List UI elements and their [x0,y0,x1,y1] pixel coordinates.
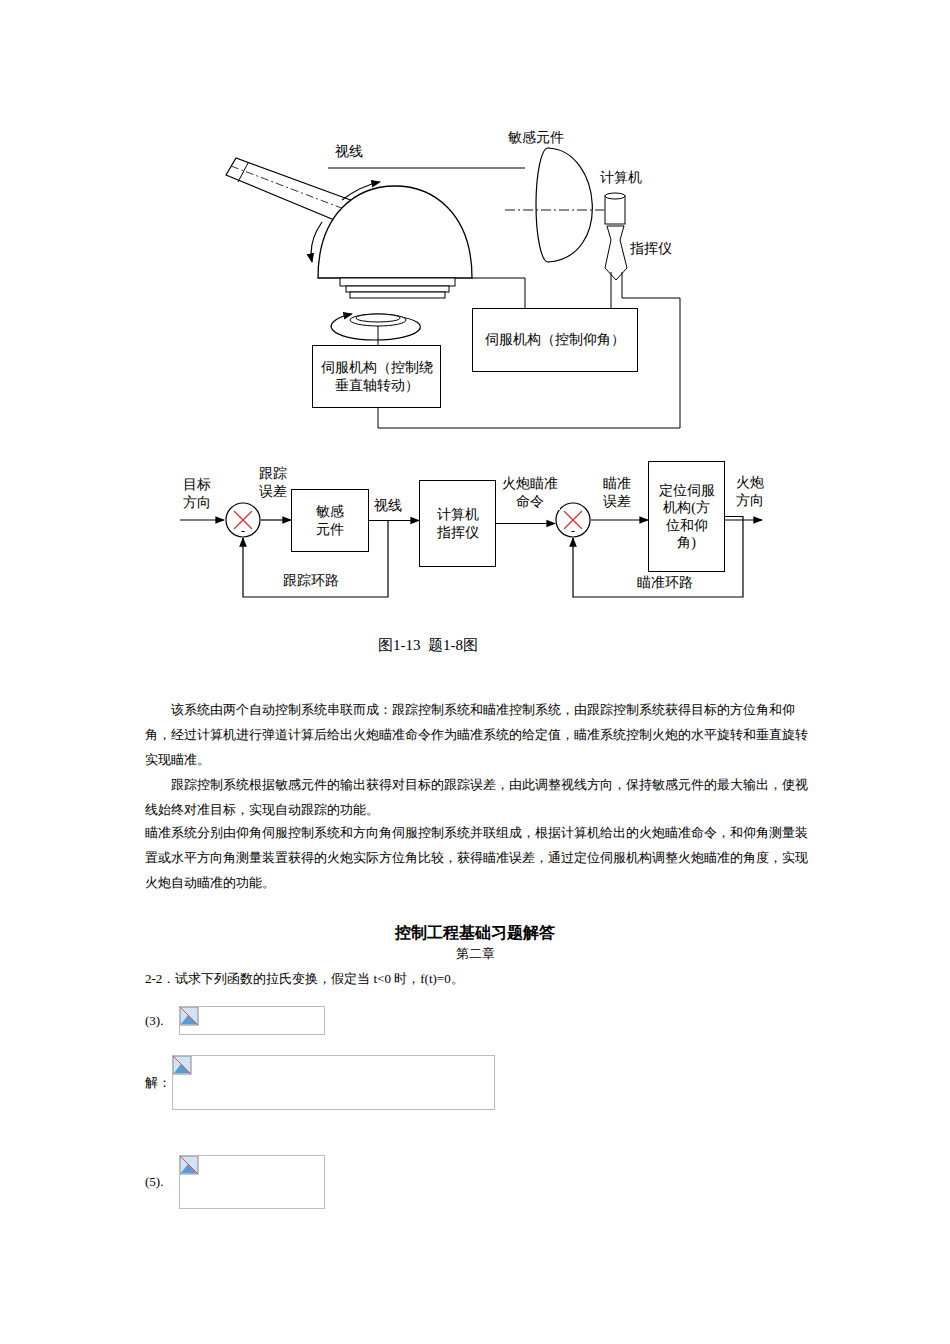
section-title: 控制工程基础习题解答 [0,923,950,943]
signal-label: 火炮方向 [736,474,766,509]
turret-base [340,278,455,286]
paragraph: 该系统由两个自动控制系统串联而成：跟踪控制系统和瞄准控制系统，由跟踪控制系统获得… [145,697,810,772]
image-frame [172,1055,495,1110]
wire [525,278,526,308]
director-symbol [605,226,627,280]
image-icon [173,1007,198,1174]
edge-label: 瞄准环路 [637,574,693,592]
connector [496,523,555,524]
azimuth-arrow [331,314,420,340]
edge-label: 跟踪误差 [258,465,288,500]
connector [261,519,291,520]
item-number: (5). [145,1174,163,1190]
platform-disc [356,314,400,322]
elevation-arrow [311,222,322,262]
wire [611,272,612,308]
edge-label: 视线 [374,497,402,515]
elevation-arrow [342,182,380,200]
part-label: 计算机 [600,169,642,187]
node-label: 伺服机构（控制仰角） [485,331,625,349]
paragraph: 瞄准系统分别由仰角伺服控制系统和方向角伺服控制系统并联组成，根据计算机给出的火炮… [145,820,810,895]
platform-disc [350,314,406,326]
turret-base [346,286,449,292]
node-label: 计算机指挥仪 [435,506,480,541]
answer-label: 解： [145,1075,171,1091]
paragraph: 跟踪控制系统根据敏感元件的输出获得对目标的跟踪误差，由此调整视线方向，保持敏感元… [145,772,810,822]
node-label: 伺服机构（控制绕垂直轴转动） [319,359,434,394]
summing-junction: - [225,502,261,538]
wire [378,326,379,345]
computer-symbol [605,196,625,224]
edge-label: 跟踪环路 [283,572,339,590]
barrel-axis [231,166,352,212]
turret-dome [318,186,472,278]
minus-sign: - [571,525,575,537]
block-box: 敏感元件 [291,489,369,552]
edge-label: 瞄准误差 [602,475,632,510]
sensor-axis [505,210,604,211]
connector [591,519,648,520]
item-number: (3). [145,1013,163,1029]
chapter-heading: 第二章 [0,946,950,962]
part-label: 指挥仪 [630,240,672,258]
summing-junction: - [555,502,591,538]
barrel-ring [238,163,248,182]
turret-base [350,292,445,298]
servo-box: 伺服机构（控制仰角） [472,308,638,372]
summing-circle [556,503,590,537]
block-box: 定位伺服机构(方位和仰角) [648,461,725,572]
figure-caption: 图1-13 题1-8图 [378,636,478,655]
input-arrow [180,519,224,520]
minus-sign: - [241,525,245,537]
part-label: 敏感元件 [508,129,564,147]
node-label: 定位伺服机构(方位和仰角) [657,482,717,552]
computer-symbol [605,193,625,199]
sight-line [328,167,525,168]
sensor-dish [548,148,592,262]
image-frame [179,1006,325,1035]
block-box: 计算机指挥仪 [419,480,496,567]
summing-circle [226,503,260,537]
wire [472,278,525,279]
exercise-text: 2-2．试求下列函数的拉氏变换，假定当 t<0 时，f(t)=0。 [145,971,464,987]
part-label: 视线 [335,143,363,161]
edge-label: 火炮瞄准命令 [500,475,560,510]
servo-box: 伺服机构（控制绕垂直轴转动） [312,345,441,408]
signal-label: 目标方向 [183,476,213,511]
node-label: 敏感元件 [315,503,345,538]
image-frame [179,1155,325,1209]
